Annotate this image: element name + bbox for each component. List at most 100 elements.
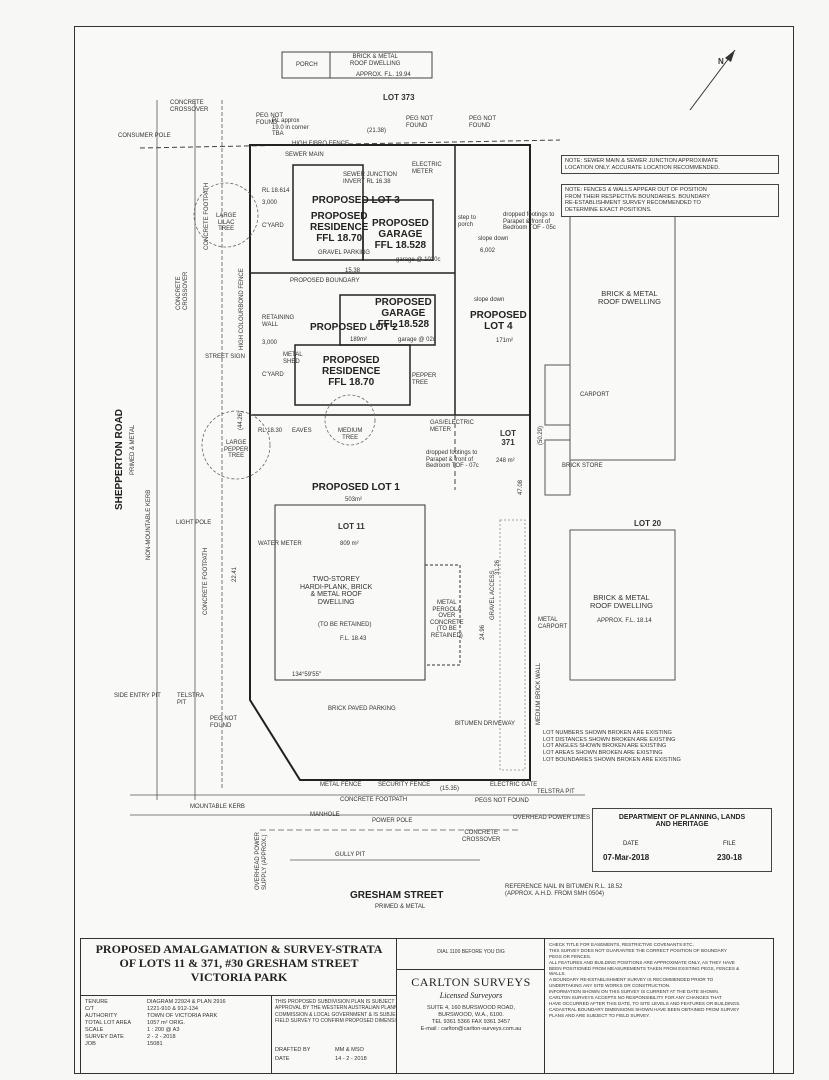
title-block-disclaimer: CHECK TITLE FOR EASEMENTS, RESTRICTIVE C… xyxy=(544,938,774,1074)
rl-18614-a: RL 18.614 xyxy=(262,188,290,194)
plan-title: PROPOSED AMALGAMATION & SURVEY-STRATA OF… xyxy=(95,942,383,984)
brick-store-label: BRICK STORE xyxy=(562,463,603,469)
concrete-crossover-bottom: CONCRETE CROSSOVER xyxy=(462,830,501,843)
proposed-lot2-label: PROPOSED LOT 2 xyxy=(310,322,398,333)
dial-before-you-dig: DIAL 1100 BEFORE YOU DIG xyxy=(437,949,505,955)
electric-gate-label: ELECTRIC GATE xyxy=(490,782,538,788)
department-name: DEPARTMENT OF PLANNING, LANDS AND HERITA… xyxy=(618,814,746,828)
sewer-junction-label: SEWER JUNCTION INVERT RL 16.38 xyxy=(343,172,397,185)
dim-1538: 15.38 xyxy=(345,268,361,274)
dim-4426: (44.26) xyxy=(238,410,244,430)
medium-tree-label: MEDIUM TREE xyxy=(338,428,363,441)
company-address: SUITE 4, 160 BURSWOOD ROAD, BURSWOOD, W.… xyxy=(420,1005,522,1032)
electric-meter-label: ELECTRIC METER xyxy=(412,162,442,175)
gravel-access-label: GRAVEL ACCESS xyxy=(490,570,496,620)
dim-3000-1: 3,000 xyxy=(262,200,278,206)
lilac-tree xyxy=(193,182,259,248)
truncation-line xyxy=(249,699,301,781)
concrete-footpath-label: CONCRETE FOOTPATH xyxy=(204,182,210,250)
cyard-2-label: C'YARD xyxy=(262,372,284,378)
lot-371-label: LOT 371 xyxy=(500,429,516,447)
metal-carport-label: METAL CARPORT xyxy=(538,617,568,630)
garage-1-outline xyxy=(362,199,434,261)
gresham-primed-label: PRIMED & METAL xyxy=(375,904,426,910)
pepper-tree-small: PEPPER TREE xyxy=(412,373,437,386)
carport-label: CARPORT xyxy=(580,392,610,398)
department-stamp: DEPARTMENT OF PLANNING, LANDS AND HERITA… xyxy=(592,808,772,872)
brick-paved-parking-label: BRICK PAVED PARKING xyxy=(328,706,396,712)
proposed-boundary-label: PROPOSED BOUNDARY xyxy=(290,278,360,284)
approx-fl-label: APPROX. F.L. 18.14 xyxy=(597,618,652,624)
dim-1535: (15.35) xyxy=(440,786,460,792)
proposed-residence-2-label: PROPOSED RESIDENCE FFL 18.70 xyxy=(322,355,381,388)
lot-373-label: LOT 373 xyxy=(383,93,415,102)
drafted-date: 14 - 2 - 2018 xyxy=(335,1056,367,1062)
stamp-file-label: FILE xyxy=(723,841,736,847)
rl-approx-label: RL approx 19.0 in corner TBA xyxy=(272,118,309,138)
to-be-retained-label: (TO BE RETAINED) xyxy=(318,622,372,628)
medium-tree xyxy=(324,394,376,446)
pepper-tree-large xyxy=(201,410,271,480)
drafted-date-label: DATE xyxy=(275,1056,290,1062)
right-dwelling-outline xyxy=(569,214,676,461)
shepperton-primed-label: PRIMED & METAL xyxy=(130,424,136,475)
area-lot2: 189m² xyxy=(350,337,368,343)
metal-shed-label: METAL SHED xyxy=(283,352,303,365)
carport-outline xyxy=(544,364,571,426)
note-sewer: NOTE: SEWER MAIN & SEWER JUNCTION APPROX… xyxy=(561,155,779,175)
fl-1843: F.L. 18.43 xyxy=(340,636,367,642)
title-block-company: DIAL 1100 BEFORE YOU DIG CARLTON SURVEYS… xyxy=(396,938,546,1074)
consumer-pole-label: CONSUMER POLE xyxy=(118,133,171,139)
north-arrow-head xyxy=(725,50,735,62)
title-block-left: PROPOSED AMALGAMATION & SURVEY-STRATA OF… xyxy=(80,938,410,1074)
north-arrow xyxy=(689,49,736,111)
metal-pergola-label: METAL PERGOLA OVER CONCRETE (TO BE RETAI… xyxy=(430,600,464,639)
rl-1830: RL 18.30 xyxy=(258,428,283,434)
note-fences: NOTE: FENCES & WALLS APPEAR OUT OF POSIT… xyxy=(561,184,779,217)
water-meter-label: WATER METER xyxy=(258,541,302,547)
area-lot1: 503m² xyxy=(345,497,363,503)
retaining-wall-label: RETAINING WALL xyxy=(262,315,295,328)
gresham-street-label: GRESHAM STREET xyxy=(350,890,444,901)
area-lot371: 248 m² xyxy=(496,458,515,464)
proposed-garage-2-label: PROPOSED GARAGE FFL 18.528 xyxy=(375,297,432,330)
top-dwelling-fl: APPROX. F.L. 19.94 xyxy=(356,72,411,78)
peg-not-found-label-2: PEG NOT FOUND xyxy=(210,716,238,729)
dim-3000-2: 3,000 xyxy=(262,340,278,346)
concrete-crossover-label-2: CONCRETE CROSSOVER xyxy=(176,271,189,310)
subdivision-note: THIS PROPOSED SUBDIVISION PLAN IS SUBJEC… xyxy=(275,999,410,1024)
street-sign-label: STREET SIGN xyxy=(205,354,245,360)
disclaimer-text: CHECK TITLE FOR EASEMENTS, RESTRICTIVE C… xyxy=(549,942,741,1018)
proposed-garage-1-label: PROPOSED GARAGE FFL 18.528 xyxy=(372,218,429,251)
pegs-not-found-label: PEGS NOT FOUND xyxy=(475,798,529,804)
lilac-tree-label: LARGE LILAC TREE xyxy=(216,213,237,233)
side-entry-pit-label: SIDE ENTRY PIT xyxy=(114,693,161,699)
concrete-footpath-bottom: CONCRETE FOOTPATH xyxy=(340,797,408,803)
peg-not-found-top2: PEG NOT FOUND xyxy=(469,116,497,129)
lot-20-label: LOT 20 xyxy=(634,519,662,528)
drafted-by-label: DRAFTED BY xyxy=(275,1047,311,1053)
sewer-main-label: SEWER MAIN xyxy=(285,152,324,158)
pepper-tree-label: LARGE PEPPER TREE xyxy=(224,440,249,460)
overhead-power-supply-label: OVERHEAD POWER SUPPLY (APPROX.) xyxy=(255,831,268,890)
dim-3126: 31.26 xyxy=(495,559,501,575)
dim-5029: (50.29) xyxy=(538,425,544,445)
brick-store-outline xyxy=(544,439,571,496)
slope-down-1: slope down xyxy=(478,236,509,242)
dim-6002: 6,002 xyxy=(480,248,496,254)
high-fibro-fence-label: HIGH FIBRO FENCE xyxy=(292,141,350,147)
medium-brick-wall-label: MEDIUM BRICK WALL xyxy=(536,662,542,725)
telstra-pit-label-left: TELSTRA PIT xyxy=(177,693,205,706)
light-pole-label: LIGHT POLE xyxy=(176,520,212,526)
top-dwelling-outline xyxy=(281,51,433,79)
lot-boundary xyxy=(249,144,531,781)
security-fence-label: SECURITY FENCE xyxy=(378,782,431,788)
right-dwelling-2-label: BRICK & METAL ROOF DWELLING xyxy=(590,593,653,611)
right-dwelling-2-outline xyxy=(569,529,676,681)
metal-fence-label: METAL FENCE xyxy=(320,782,362,788)
eaves-label: EAVES xyxy=(292,428,312,434)
